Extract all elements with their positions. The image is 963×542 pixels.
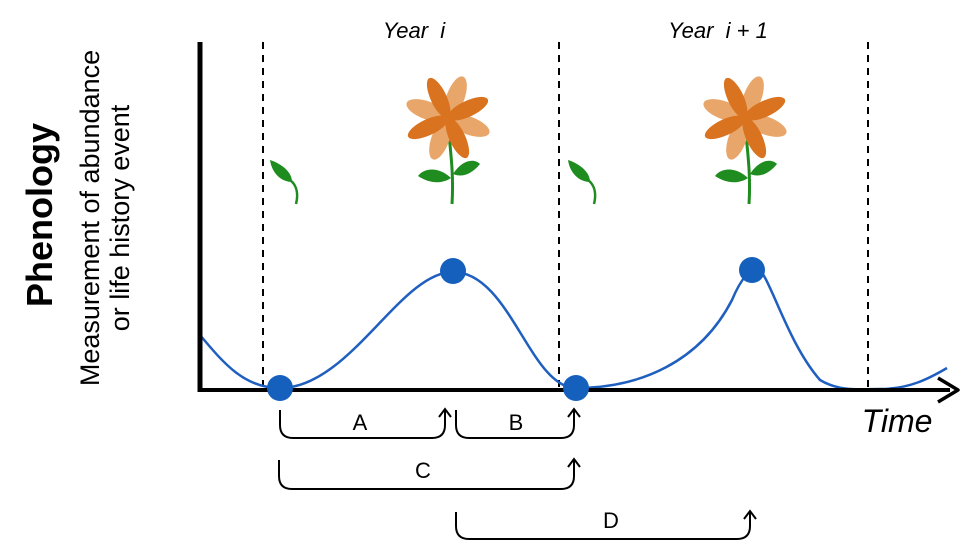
interval-d-bracket <box>455 509 757 540</box>
interval-d-label: D <box>603 508 619 533</box>
year-i-plus-1-label: Year i + 1 <box>668 18 768 43</box>
marker-year-i-start <box>267 375 293 401</box>
marker-year-i-plus-1-start <box>563 375 589 401</box>
y-axis-subtitle-line1: Measurement of abundance <box>75 50 105 386</box>
flower-icon <box>406 76 490 205</box>
y-axis-title: Phenology <box>19 123 60 307</box>
interval-b-bracket <box>455 407 581 439</box>
interval-a-label: A <box>353 410 368 435</box>
year-i-label: Year i <box>383 18 446 43</box>
y-axis-subtitle-line2: or life history event <box>105 104 135 331</box>
flower-icon <box>703 76 787 205</box>
interval-c-label: C <box>415 458 431 483</box>
marker-year-i-plus-1-peak <box>739 257 765 283</box>
interval-a-bracket <box>279 407 452 439</box>
phenology-curve <box>199 266 948 391</box>
sprout-icon <box>568 160 597 205</box>
x-axis-label: Time <box>862 403 933 439</box>
interval-c-bracket <box>278 457 581 490</box>
interval-b-label: B <box>509 410 524 435</box>
sprout-icon <box>270 160 299 205</box>
x-axis-arrowhead <box>937 376 960 404</box>
marker-year-i-peak <box>440 258 466 284</box>
